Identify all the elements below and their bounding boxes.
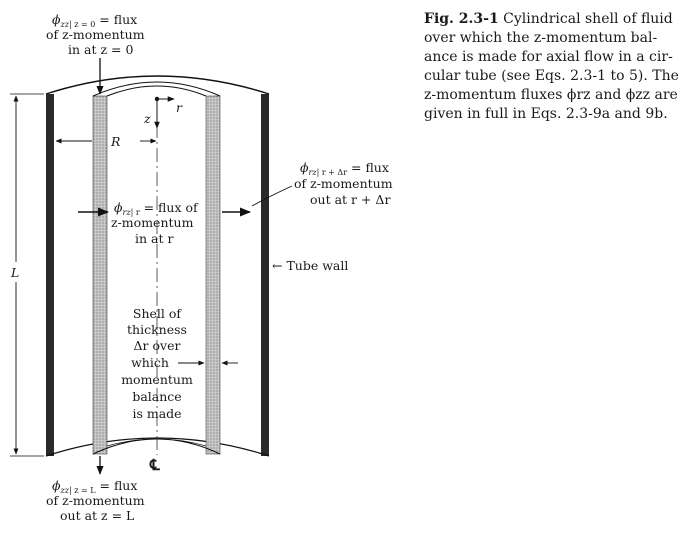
shell-top-outer-arc (92, 81, 221, 97)
out-flux-leader (251, 185, 293, 207)
svg-text:balance: balance (132, 389, 181, 404)
out-flux-line3: out at r + Δr (310, 192, 390, 207)
length-label: L (10, 265, 19, 280)
shell-note: Shell of thickness Δr over which momentu… (121, 306, 193, 421)
out-flux-label: ϕrz| r + Δr = flux (300, 160, 389, 177)
bottom-flux-line2: of z-momentum (46, 493, 145, 508)
caption-number: Fig. 2.3-1 (424, 11, 499, 27)
bottom-flux-label: ϕzz| z = L = flux (52, 478, 137, 495)
svg-text:Δr over: Δr over (134, 338, 181, 353)
top-flux-line2: of z-momentum (46, 27, 145, 42)
caption-line: over which the z-momentum bal- (424, 30, 658, 46)
shell-left (92, 95, 108, 455)
top-flux-line3: in at z = 0 (68, 42, 133, 57)
caption-line: Cylindrical shell of fluid (503, 11, 673, 27)
tube-bottom-arc (45, 437, 270, 457)
in-flux-line2: z-momentum (111, 215, 194, 230)
caption-line: cular tube (see Eqs. 2.3-1 to 5). The (424, 68, 679, 84)
out-flux-line2: of z-momentum (294, 176, 393, 191)
figure-caption: Fig. 2.3-1 Cylindrical shell of fluid ov… (424, 10, 680, 124)
tube-wall-right (261, 94, 269, 456)
top-flux-label: ϕzz| z = 0 = flux (52, 12, 137, 29)
tube-wall-label: ← Tube wall (272, 258, 348, 273)
svg-text:Shell of: Shell of (133, 306, 183, 321)
centerline-symbol: ℄ (149, 456, 160, 474)
svg-text:thickness: thickness (127, 322, 187, 337)
tube-wall-left (46, 94, 54, 456)
z-axis-label: z (143, 111, 151, 126)
caption-line: z-momentum fluxes ϕrz and ϕzz are (424, 87, 678, 103)
bottom-flux-line3: out at z = L (60, 508, 134, 523)
radius-label: R (110, 134, 120, 149)
svg-text:which: which (131, 355, 169, 370)
in-flux-label: ϕrz| r = flux of (114, 200, 199, 217)
shell-top-inner-arc (106, 85, 207, 97)
caption-line: given in full in Eqs. 2.3-9a and 9b. (424, 106, 668, 122)
tube-top-arc (45, 75, 270, 95)
caption-line: ance is made for axial flow in a cir- (424, 49, 673, 65)
shell-right (205, 95, 221, 455)
svg-text:is made: is made (132, 406, 181, 421)
in-flux-line3: in at r (135, 231, 173, 246)
r-axis-label: r (176, 100, 183, 115)
svg-text:momentum: momentum (121, 372, 193, 387)
